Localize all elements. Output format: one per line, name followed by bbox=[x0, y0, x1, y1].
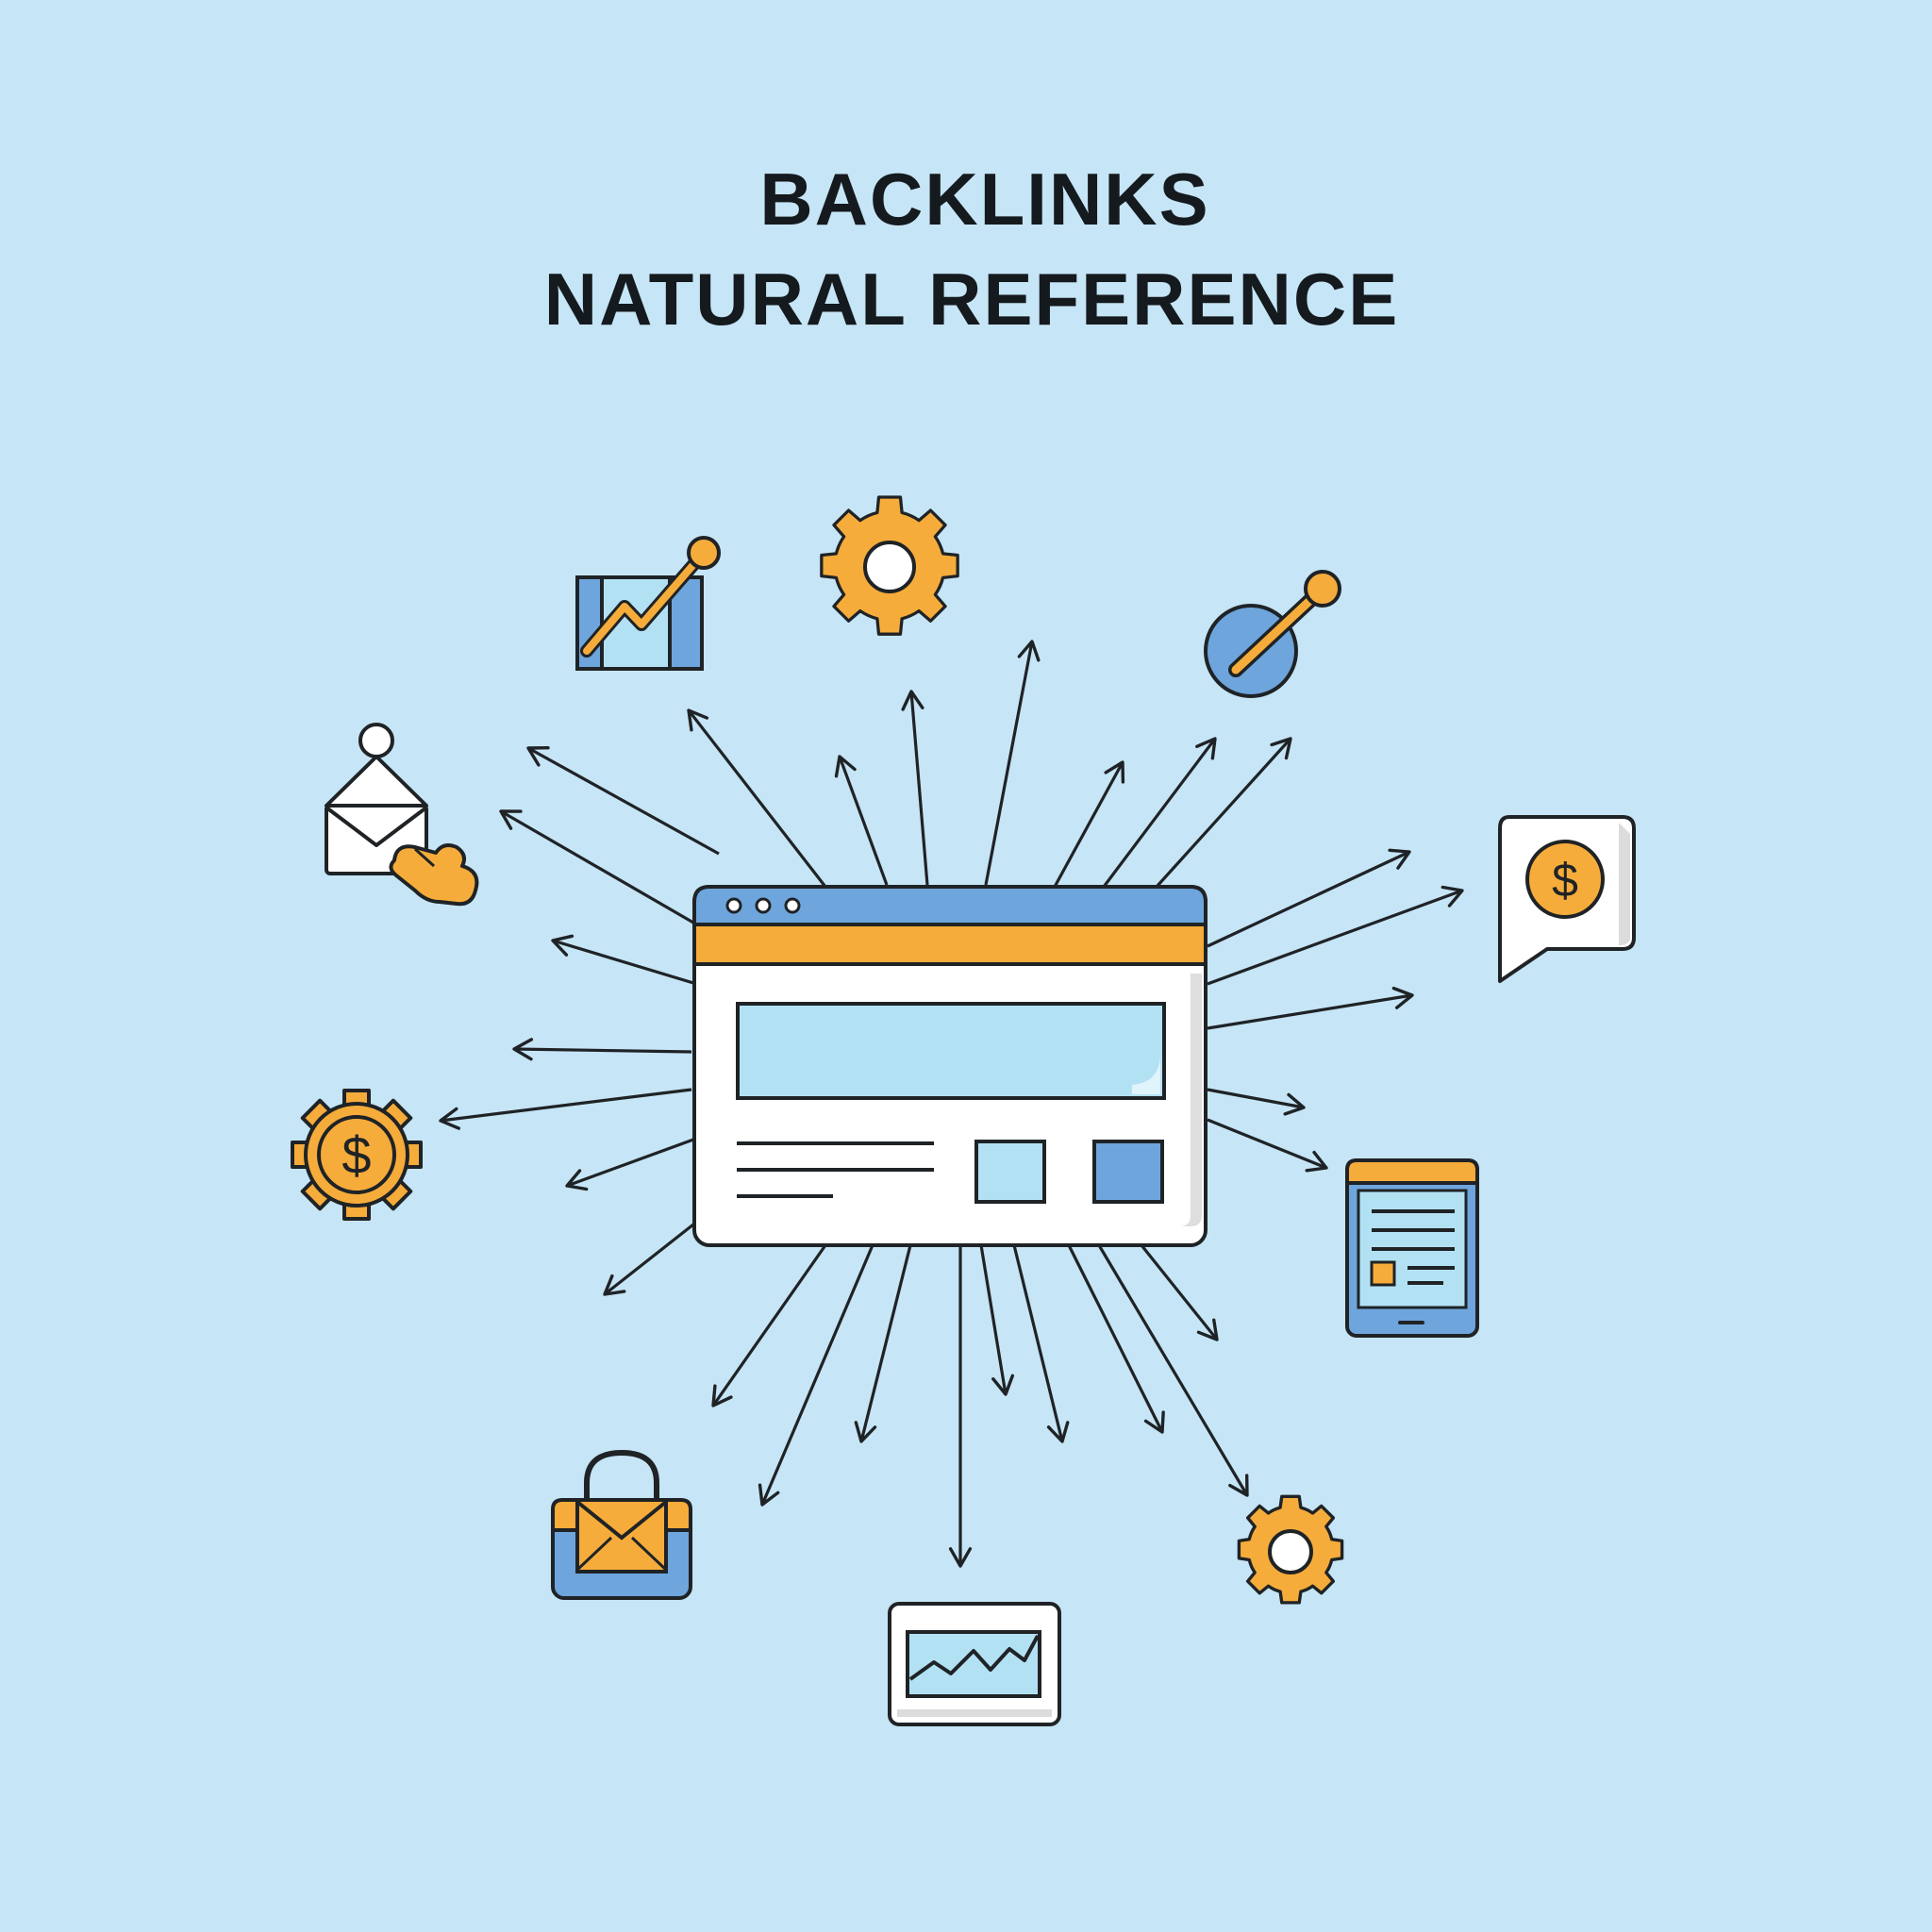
link-arrows bbox=[439, 640, 1464, 1568]
shopping-bag-icon bbox=[551, 1449, 692, 1600]
title-line-2: NATURAL REFERENCE bbox=[543, 258, 1400, 341]
arrow bbox=[526, 746, 720, 856]
arrow bbox=[1140, 1244, 1219, 1341]
arrow bbox=[1012, 1244, 1070, 1443]
arrow bbox=[1053, 760, 1125, 888]
arrow bbox=[1207, 848, 1411, 948]
browser-window-icon bbox=[692, 885, 1208, 1247]
arrow bbox=[1207, 1088, 1306, 1116]
arrow bbox=[711, 1244, 827, 1407]
arrow bbox=[1207, 885, 1464, 986]
tablet-document-icon bbox=[1345, 1158, 1479, 1338]
arrow bbox=[565, 1138, 694, 1191]
arrow bbox=[687, 708, 827, 888]
arrow bbox=[758, 1244, 874, 1507]
arrow bbox=[834, 755, 889, 886]
svg-text:$: $ bbox=[1552, 854, 1578, 907]
dollar-chat-icon: $ bbox=[1498, 815, 1636, 983]
arrow bbox=[1207, 986, 1414, 1030]
arrow bbox=[979, 1244, 1014, 1396]
svg-text:$: $ bbox=[341, 1125, 371, 1185]
arrow bbox=[603, 1223, 694, 1296]
dollar-gear-icon: $ bbox=[291, 1089, 423, 1221]
arrow bbox=[1097, 1244, 1249, 1497]
arrow bbox=[901, 690, 929, 886]
arrow bbox=[1067, 1244, 1165, 1434]
arrow bbox=[1207, 1118, 1328, 1173]
arrow bbox=[854, 1244, 912, 1443]
pin-icon bbox=[1204, 570, 1341, 698]
arrow bbox=[984, 640, 1041, 886]
gear-icon bbox=[820, 495, 959, 636]
arrow bbox=[499, 809, 694, 924]
graph-monitor-icon bbox=[888, 1602, 1061, 1726]
arrow bbox=[512, 1038, 692, 1061]
arrow bbox=[1102, 737, 1217, 888]
small-gear-icon bbox=[1237, 1494, 1344, 1605]
growth-chart-icon bbox=[575, 536, 721, 671]
email-hand-icon bbox=[325, 723, 479, 907]
title-line-1: BACKLINKS bbox=[759, 158, 1210, 241]
arrow bbox=[1155, 737, 1292, 889]
arrow bbox=[551, 934, 694, 985]
arrow bbox=[439, 1088, 692, 1130]
